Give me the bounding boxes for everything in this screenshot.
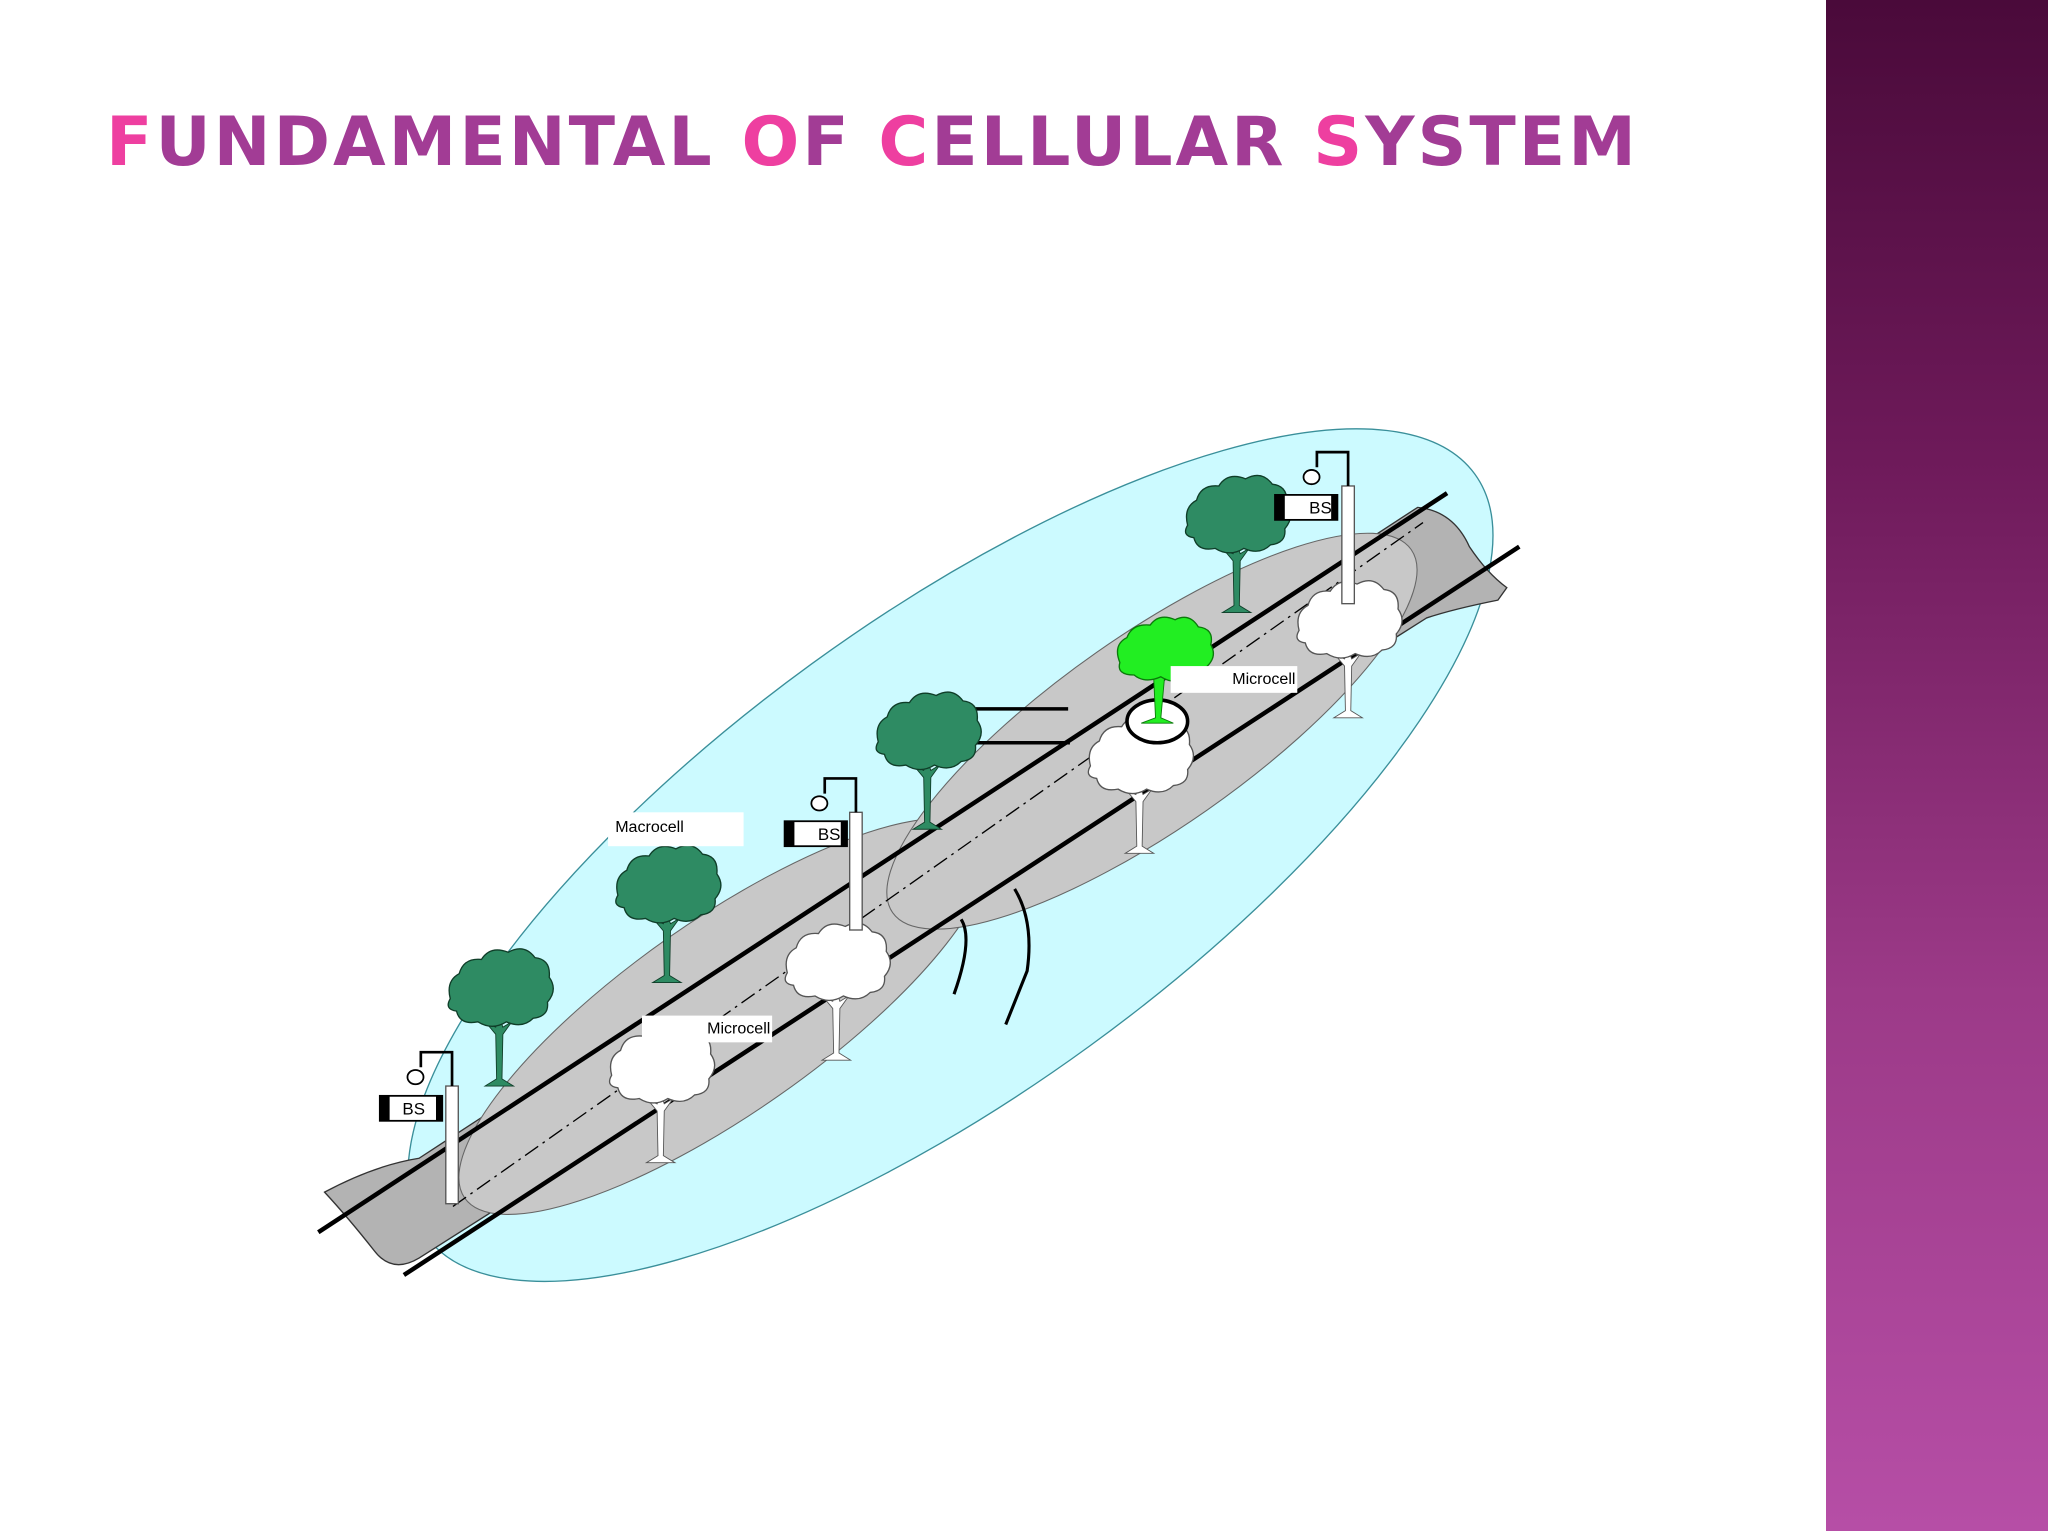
mobile-user-marker: [1116, 616, 1215, 745]
base-station-right: BS: [1274, 450, 1356, 605]
macrocell-label: Macrocell: [615, 818, 684, 836]
title-word-4: SYSTEM: [1313, 103, 1639, 182]
road-center-line: [452, 521, 1424, 1207]
microcell-label-box-lower: [641, 1015, 773, 1043]
microcell-label-box-upper: [1170, 666, 1298, 693]
bs-label-right: BS: [1309, 499, 1332, 518]
base-station-middle: BS: [783, 777, 863, 931]
bs-label-middle: BS: [818, 825, 841, 844]
slide-title: FUNDAMENTAL OF CELLULAR SYSTEM: [106, 98, 1706, 188]
title-word-2: OF: [741, 103, 852, 182]
microcell-label-upper: Microcell: [1232, 670, 1295, 688]
microcell-label-lower: Microcell: [707, 1019, 770, 1037]
macrocell-label-box: [608, 812, 744, 847]
side-decorative-band: [1826, 0, 2048, 1531]
title-word-1: FUNDAMENTAL: [106, 103, 715, 182]
road-edge-lower: [402, 544, 1521, 1277]
base-station-left: BS: [378, 1050, 459, 1205]
side-road-lower-edge: [952, 888, 1031, 1026]
cellular-system-diagram: BS BS BS Macrocell Microcell Microcell: [317, 428, 1521, 1283]
bs-label-left: BS: [402, 1100, 425, 1119]
title-word-3: CELLULAR: [878, 103, 1287, 182]
road-edge-upper: [317, 491, 1449, 1235]
